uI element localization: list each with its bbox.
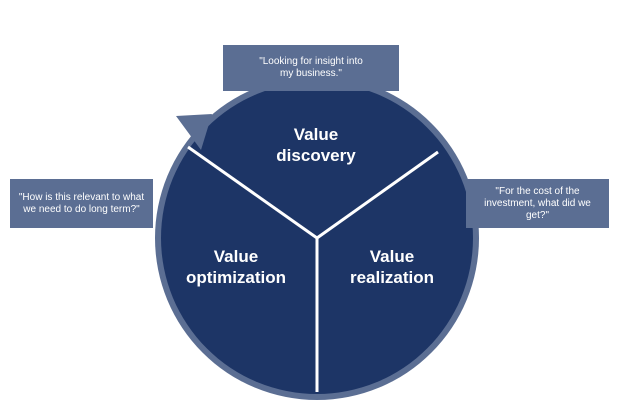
segment-label-discovery: Value discovery <box>246 124 386 166</box>
discovery-line1: Value <box>293 125 339 144</box>
realization-line2: realization <box>349 268 435 287</box>
segment-label-realization: Value realization <box>322 246 462 288</box>
divider-right <box>316 150 439 240</box>
callout-realization-quote: "For the cost of the investment, what di… <box>466 179 609 228</box>
optimization-line2: optimization <box>185 268 287 287</box>
cycle-arrow-icon <box>176 114 212 150</box>
realization-line1: Value <box>369 247 415 266</box>
callout-discovery-quote: "Looking for insight into my business." <box>223 45 399 91</box>
callout-right-line2: investment, what did we get?" <box>484 197 591 221</box>
callout-top-line1: "Looking for insight into <box>259 56 363 67</box>
discovery-line2: discovery <box>276 146 356 165</box>
callout-left-line1: "How is this relevant to what <box>18 191 145 203</box>
segment-label-optimization: Value optimization <box>166 246 306 288</box>
callout-right-line1: "For the cost of the <box>495 185 580 197</box>
callout-top-line2: my business." <box>280 68 342 79</box>
divider-left <box>187 145 318 240</box>
callout-optimization-quote: "How is this relevant to what we need to… <box>10 179 153 228</box>
optimization-line1: Value <box>213 247 259 266</box>
callout-left-line2: we need to do long term?" <box>23 203 140 215</box>
